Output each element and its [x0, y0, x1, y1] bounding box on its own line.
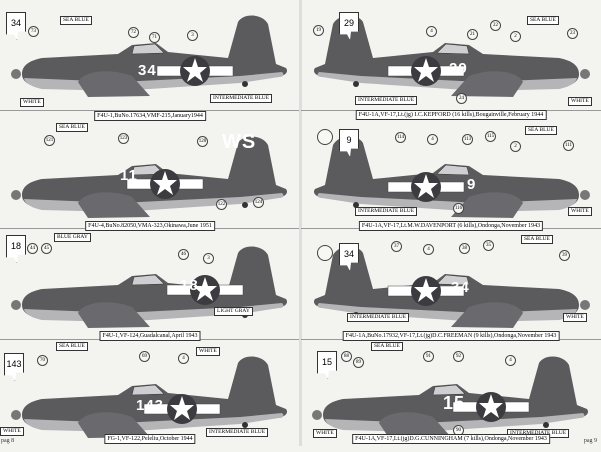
- callout-number: 46: [178, 249, 189, 260]
- caption: F4U-1,BuNo.17634,VMF-215,January1944: [94, 111, 206, 121]
- callout-number: 69: [139, 351, 150, 362]
- color-label: WHITE: [568, 207, 592, 216]
- profile-panel-5: 29 29 SEA BLUE INTERMEDIATE BLUE WHITE 1…: [301, 0, 601, 111]
- blank-callout: [317, 245, 333, 261]
- color-label: SEA BLUE: [371, 342, 403, 351]
- callout-number: 39: [559, 250, 570, 261]
- page-number: pag 8: [1, 438, 15, 444]
- callout-number: 38: [459, 243, 470, 254]
- color-label: INTERMEDIATE BLUE: [355, 207, 418, 216]
- fuselage-number: 15: [443, 393, 466, 413]
- callout-number: 4: [426, 26, 437, 37]
- callout-number: 4: [505, 355, 516, 366]
- caption: F4U-1A,VF-17,Lt.(jg)D.G.CUNNINGHAM (7 ki…: [352, 434, 550, 444]
- callout-number: 70: [37, 355, 48, 366]
- callout-number: 3: [203, 253, 214, 264]
- profile-panel-7: 34 34 SEA BLUE INTERMEDIATE BLUE WHITE 3…: [301, 231, 601, 340]
- callout-number: 44: [27, 243, 38, 254]
- color-label: WHITE: [563, 313, 587, 322]
- fuselage-number: 11: [120, 167, 138, 184]
- color-label: WHITE: [0, 427, 24, 436]
- callout-number: 124: [253, 197, 264, 208]
- callout-number: 4: [423, 244, 434, 255]
- fuselage-number: 18: [180, 277, 199, 294]
- callout-number: 37: [391, 241, 402, 252]
- color-label: BLUE GRAY: [54, 233, 91, 242]
- profile-panel-1: 34 34 SEA BLUE WHITE INTERMEDIATE BLUE 7…: [0, 0, 300, 111]
- color-label: SEA BLUE: [56, 342, 88, 351]
- callout-number: 73: [28, 26, 39, 37]
- color-label: SEA BLUE: [521, 235, 553, 244]
- caption: F4U-4,BuNo.82050,VMA-323,Okinawa,June 19…: [85, 221, 215, 231]
- color-label: INTERMEDIATE BLUE: [206, 428, 269, 437]
- profile-panel-2: WS 11 SEA BLUE 121 123 120 122 124: [0, 121, 300, 229]
- callout-number: 113: [462, 134, 473, 145]
- callout-number: 35: [483, 240, 494, 251]
- profile-panel-3: 18 18 BLUE GRAY LIGHT GRAY 44 45 46 3: [0, 231, 300, 340]
- callout-number: 22: [490, 20, 501, 31]
- color-label: WHITE: [313, 429, 337, 438]
- fuselage-number: 143: [136, 397, 165, 414]
- color-label: SEA BLUE: [60, 16, 92, 25]
- callout-number: 116: [453, 203, 464, 214]
- caption: F4U-1A,BuNo.17932,VF-17,Lt.(jg)D.C.FREEM…: [342, 331, 560, 341]
- callout-number: 4: [178, 353, 189, 364]
- page-gutter: [299, 0, 302, 446]
- fuselage-number: 34: [451, 279, 470, 296]
- page-number: pag 9: [583, 438, 597, 444]
- caption: F4U-1A,VF-17,Lt.M.W.DAVENPORT (6 kills),…: [358, 221, 544, 231]
- caption: FG-1,VF-122,Peleliu,October 1944: [104, 434, 196, 444]
- profile-panel-4: 143 143 SEA BLUE WHITE WHITE INTERMEDIAT…: [0, 341, 300, 446]
- callout-number: 122: [216, 199, 227, 210]
- profile-panel-8: 15 15 SEA BLUE WHITE INTERMEDIATE BLUE 8…: [301, 341, 601, 446]
- callout-number: 120: [197, 136, 208, 147]
- color-label: INTERMEDIATE BLUE: [355, 96, 418, 105]
- blank-callout: [317, 129, 333, 145]
- callout-number: 123: [118, 133, 129, 144]
- caption: F4U-1A,VF-17,Lt.(jg) I.C.KEPFORD (16 kil…: [355, 110, 547, 120]
- color-label: INTERMEDIATE BLUE: [347, 313, 410, 322]
- callout-number: 92: [453, 351, 464, 362]
- callout-number: 21: [467, 29, 478, 40]
- callout-number: 72: [128, 27, 139, 38]
- color-label: WHITE: [568, 97, 592, 106]
- left-page: 34 34 SEA BLUE WHITE INTERMEDIATE BLUE 7…: [0, 0, 300, 446]
- color-label: SEA BLUE: [56, 123, 88, 132]
- color-label: WHITE: [20, 98, 44, 107]
- callout-number: 91: [423, 351, 434, 362]
- callout-number: 23: [567, 28, 578, 39]
- fuselage-number: 29: [449, 60, 468, 77]
- callout-number: 4: [427, 134, 438, 145]
- color-label: INTERMEDIATE BLUE: [210, 94, 273, 103]
- callout-number: 2: [510, 141, 521, 152]
- caption: F4U-1,VF-124,Guadalcanal,April 1943: [99, 331, 201, 341]
- right-page: 29 29 SEA BLUE INTERMEDIATE BLUE WHITE 1…: [301, 0, 601, 446]
- color-label: SEA BLUE: [525, 126, 557, 135]
- color-label: SEA BLUE: [527, 16, 559, 25]
- callout-number: 24: [456, 93, 467, 104]
- callout-number: 19: [313, 25, 324, 36]
- fuselage-number: 9: [467, 176, 477, 193]
- color-label: LIGHT GRAY: [214, 307, 253, 316]
- callout-number: 121: [44, 135, 55, 146]
- callout-number: 2: [510, 31, 521, 42]
- callout-number: 111: [563, 140, 574, 151]
- callout-number: 115: [485, 131, 496, 142]
- color-label: WHITE: [196, 347, 220, 356]
- callout-number: 88: [341, 351, 352, 362]
- fuselage-number: 34: [138, 62, 157, 79]
- callout-number: 89: [353, 357, 364, 368]
- callout-number: 45: [41, 243, 52, 254]
- tail-letters: WS: [222, 131, 257, 153]
- profile-panel-6: 9 9 SEA BLUE INTERMEDIATE BLUE WHITE 114…: [301, 121, 601, 229]
- callout-number: 71: [149, 32, 160, 43]
- callout-number: 3: [187, 30, 198, 41]
- callout-number: 114: [395, 132, 406, 143]
